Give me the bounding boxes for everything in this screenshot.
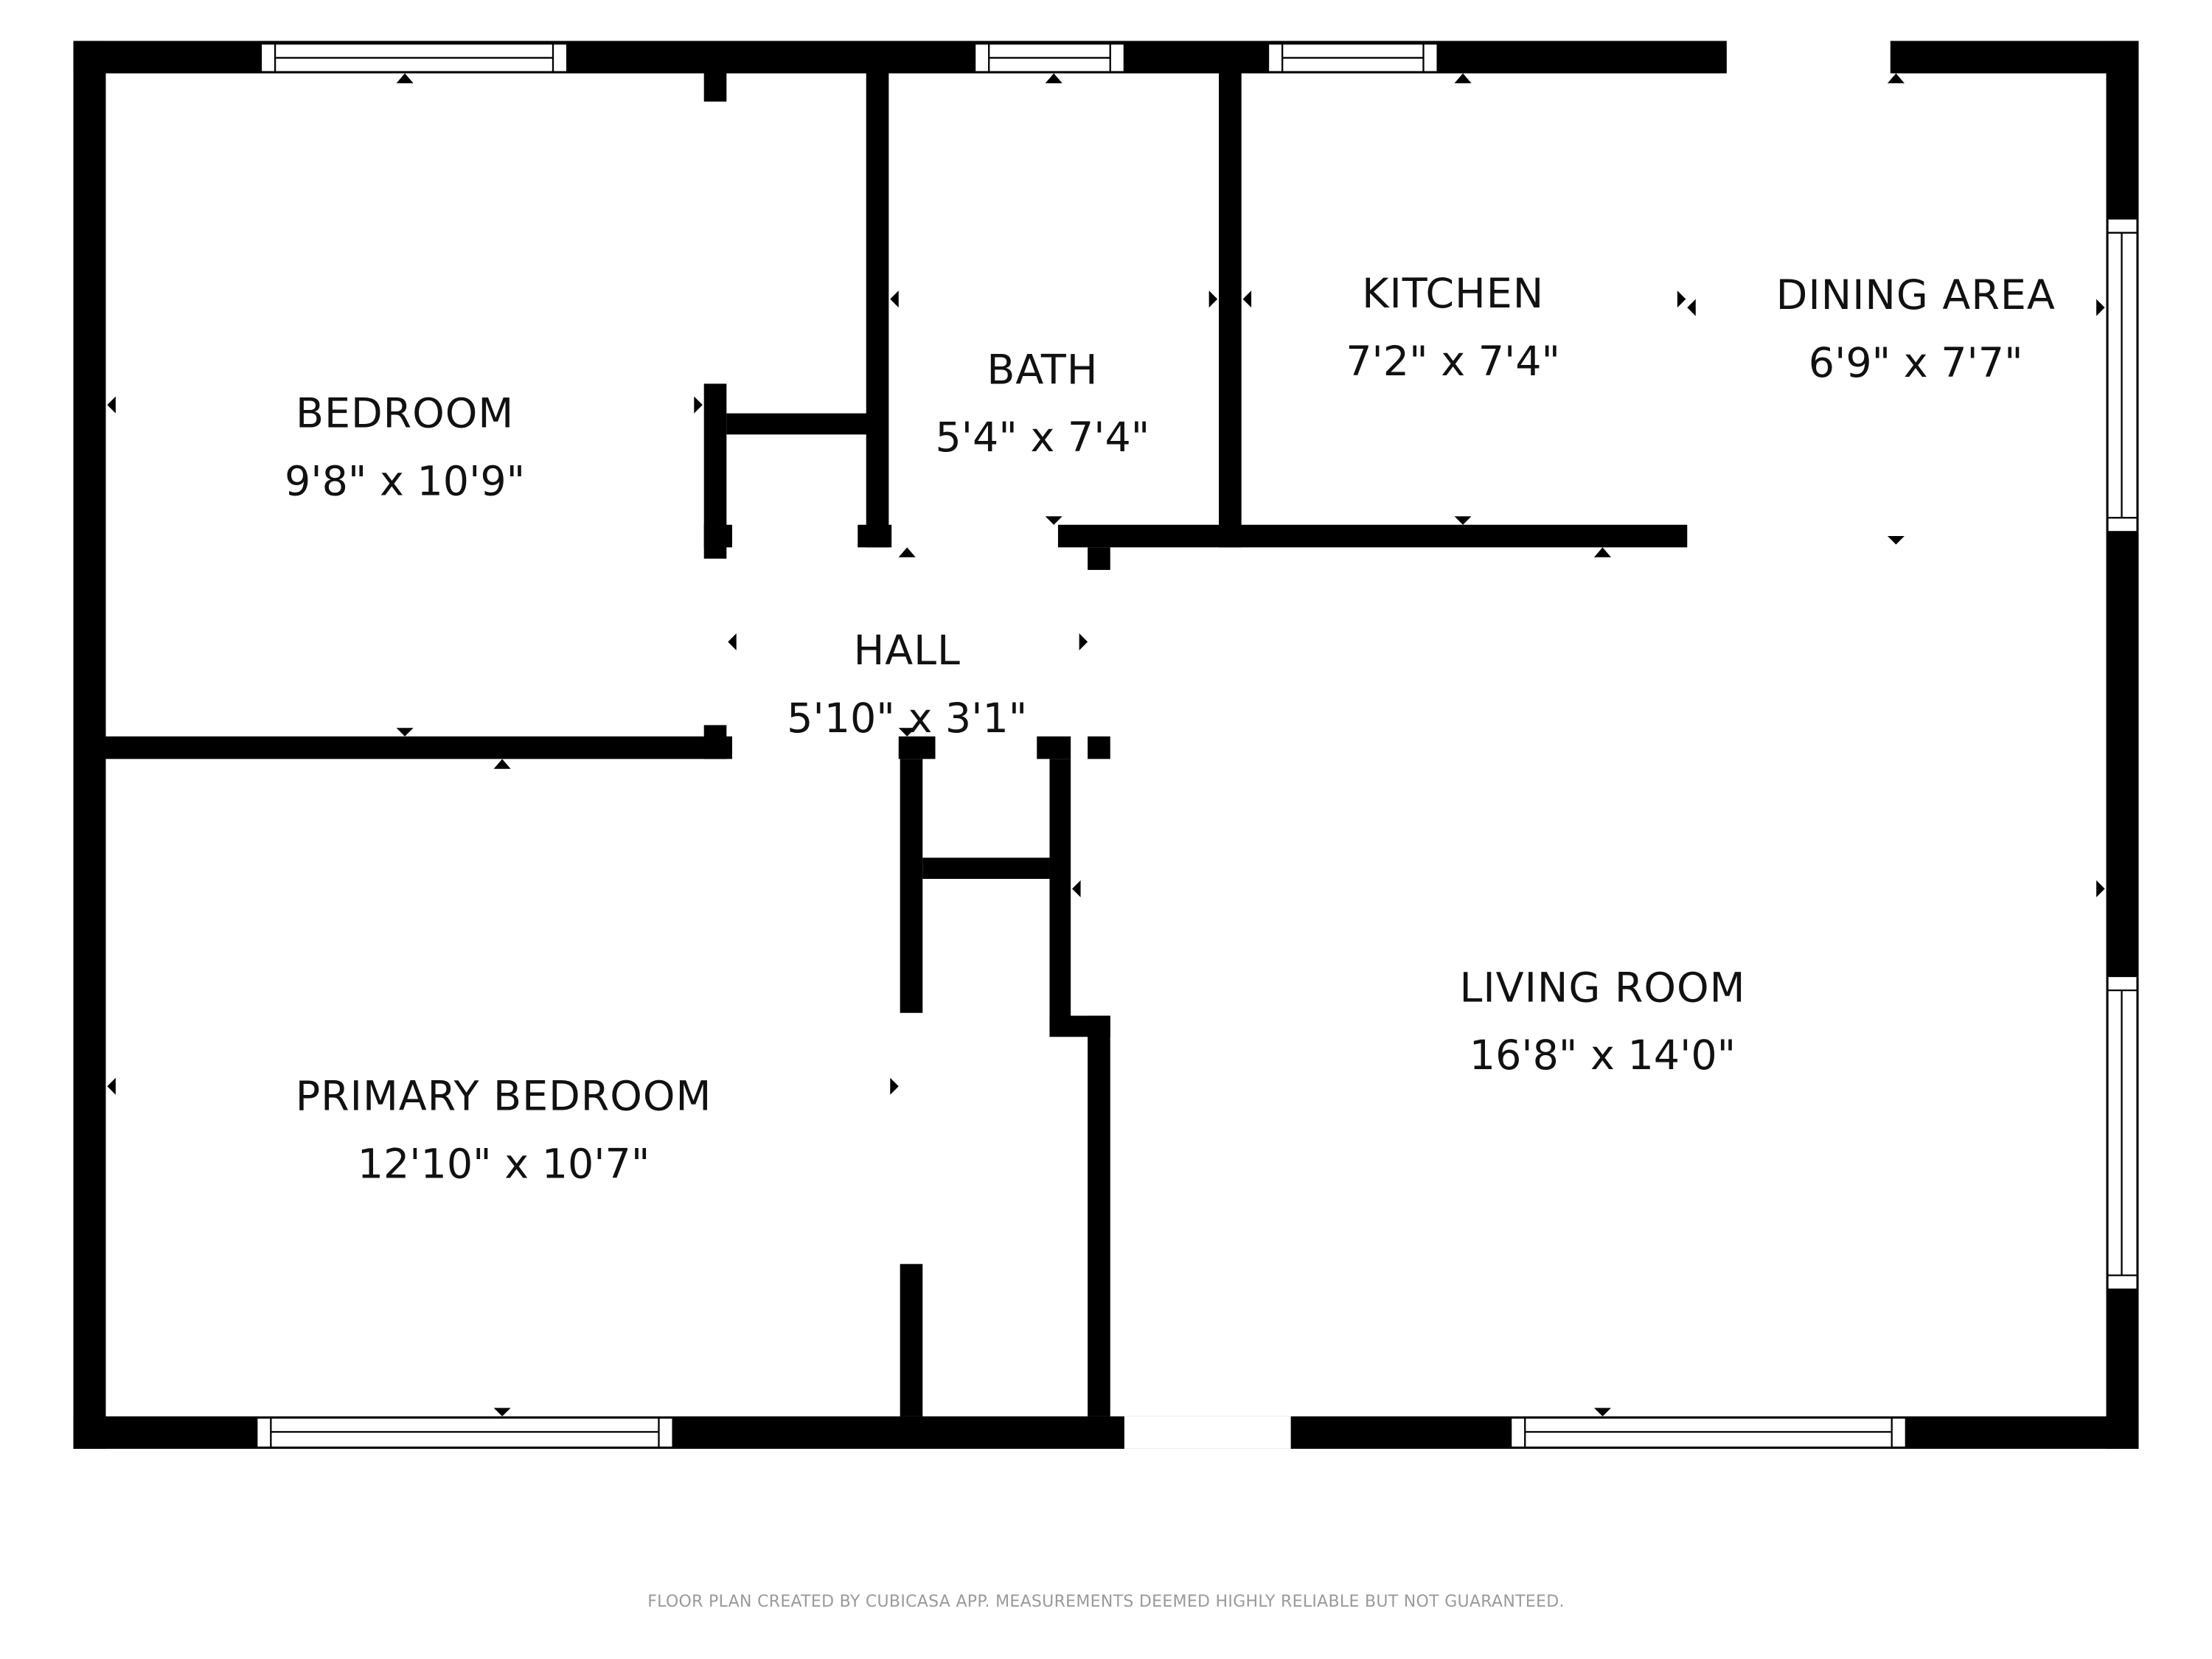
room-hall: HALL 5'10" x 3'1"	[787, 627, 1027, 742]
room-primary-bedroom: PRIMARY BEDROOM 12'10" x 10'7"	[296, 1074, 712, 1189]
room-dimensions: 5'10" x 3'1"	[787, 695, 1027, 742]
room-name: BEDROOM	[296, 391, 514, 438]
room-name: DINING AREA	[1776, 272, 2056, 319]
exterior-openings	[1124, 1416, 1291, 1449]
window-living-right	[2107, 975, 2138, 1290]
room-dimensions: 16'8" x 14'0"	[1470, 1032, 1736, 1079]
room-dimensions: 6'9" x 7'7"	[1809, 340, 2023, 387]
dimension-markers	[107, 73, 2105, 1416]
room-dining-area: DINING AREA 6'9" x 7'7"	[1776, 272, 2056, 387]
room-dimensions: 7'2" x 7'4"	[1346, 338, 1560, 386]
room-dimensions: 9'8" x 10'9"	[285, 459, 525, 506]
room-name: BATH	[987, 347, 1098, 394]
window-dining-right	[2107, 218, 2138, 533]
window-living-bottom	[1509, 1416, 1907, 1449]
interior-walls	[105, 73, 1688, 1416]
window-kitchen-top	[1267, 43, 1439, 73]
room-bath: BATH 5'4" x 7'4"	[936, 347, 1150, 462]
room-bedroom: BEDROOM 9'8" x 10'9"	[285, 391, 525, 506]
room-living-room: LIVING ROOM 16'8" x 14'0"	[1460, 964, 1746, 1079]
window-bedroom-top	[260, 43, 568, 73]
windows	[256, 43, 2138, 1449]
room-name: LIVING ROOM	[1460, 964, 1746, 1012]
disclaimer-footer: FLOOR PLAN CREATED BY CUBICASA APP. MEAS…	[647, 1593, 1565, 1611]
window-bath-top	[973, 43, 1126, 73]
window-primary-bottom	[256, 1416, 674, 1449]
room-name: PRIMARY BEDROOM	[296, 1074, 712, 1121]
room-kitchen: KITCHEN 7'2" x 7'4"	[1346, 271, 1560, 386]
front-door-opening	[1124, 1416, 1291, 1449]
room-name: KITCHEN	[1362, 271, 1544, 318]
room-name: HALL	[854, 627, 961, 675]
room-dimensions: 12'10" x 10'7"	[358, 1141, 650, 1189]
room-dimensions: 5'4" x 7'4"	[936, 414, 1150, 462]
